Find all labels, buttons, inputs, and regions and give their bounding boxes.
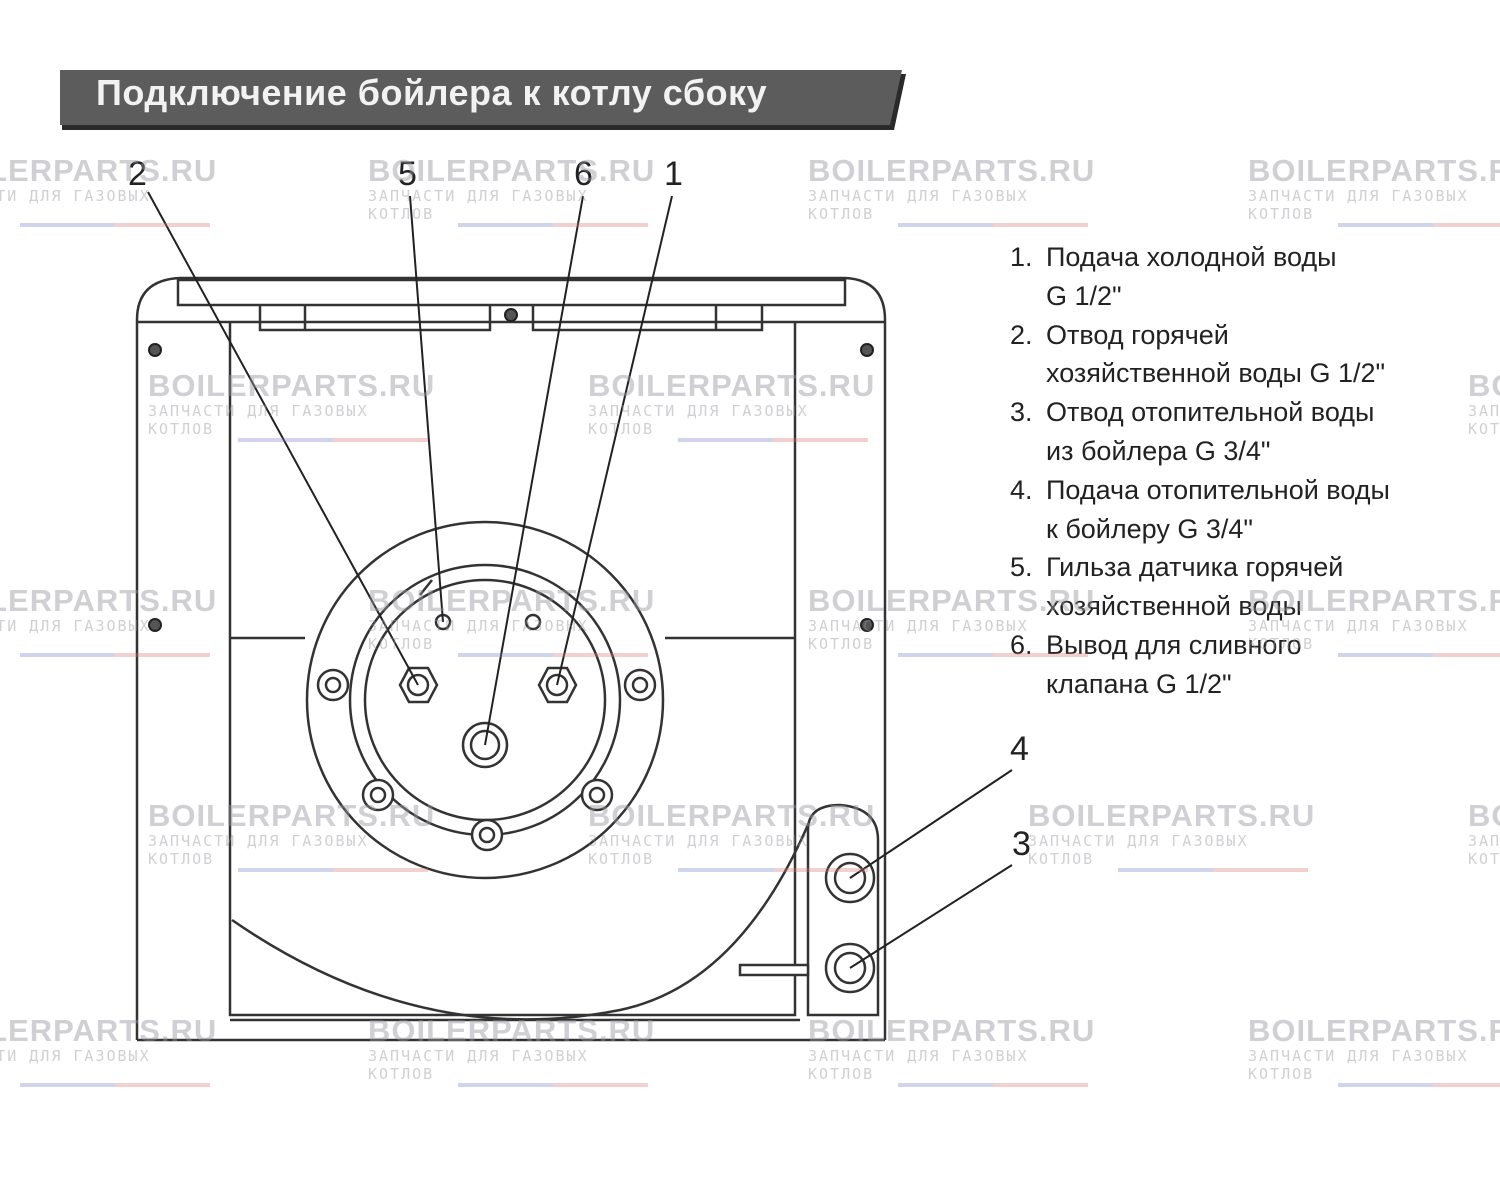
leader-lines (147, 191, 1013, 969)
legend-item-6: 6. Вывод для сливного клапана G 1/2" (1010, 626, 1390, 704)
legend-text: Отвод горячей (1046, 319, 1229, 350)
legend-text: из бойлера G 3/4" (1046, 435, 1271, 466)
screws (148, 308, 874, 632)
legend-text: к бойлеру G 3/4" (1046, 513, 1253, 544)
callout-3: 3 (1012, 825, 1031, 863)
legend-num: 2. (1010, 319, 1033, 350)
fittings (398, 613, 578, 769)
legend-text: клапана G 1/2" (1046, 668, 1232, 699)
flange-bolts (316, 668, 657, 852)
legend: 1. Подача холодной воды G 1/2" 2. Отвод гор… (1010, 238, 1390, 704)
page-title: Подключение бойлера к котлу сбоку (96, 72, 768, 113)
callout-6: 6 (574, 155, 593, 193)
legend-text: Вывод для сливного (1046, 629, 1302, 660)
legend-text: Отвод отопительной воды (1046, 397, 1375, 428)
callout-1: 1 (664, 155, 683, 193)
legend-item-5: 5. Гильза датчика горячей хозяйственной во… (1010, 548, 1390, 626)
legend-num: 5. (1010, 552, 1033, 583)
legend-num: 1. (1010, 242, 1033, 272)
legend-item-1: 1. Подача холодной воды G 1/2" (1010, 238, 1390, 316)
legend-text: хозяйственной воды G 1/2" (1046, 358, 1386, 389)
legend-num: 6. (1010, 629, 1033, 660)
legend-text: G 1/2" (1046, 280, 1122, 311)
legend-item-3: 3. Отвод отопительной воды из бойлера G 3/… (1010, 393, 1390, 471)
legend-item-2: 2. Отвод горячей хозяйственной воды G 1/2" (1010, 316, 1390, 394)
legend-text: хозяйственной воды (1046, 591, 1302, 622)
legend-item-4: 4. Подача отопительной воды к бойлеру G 3/… (1010, 471, 1390, 549)
legend-text: Подача отопительной воды (1046, 474, 1390, 505)
boiler-body (135, 276, 887, 1042)
legend-num: 4. (1010, 474, 1033, 505)
legend-text: Подача холодной воды (1046, 242, 1337, 272)
title-bar (60, 70, 906, 130)
callout-5: 5 (398, 155, 417, 193)
legend-num: 3. (1010, 397, 1033, 428)
callout-4: 4 (1010, 730, 1029, 768)
callout-2: 2 (128, 155, 147, 193)
legend-text: Гильза датчика горячей (1046, 552, 1344, 583)
